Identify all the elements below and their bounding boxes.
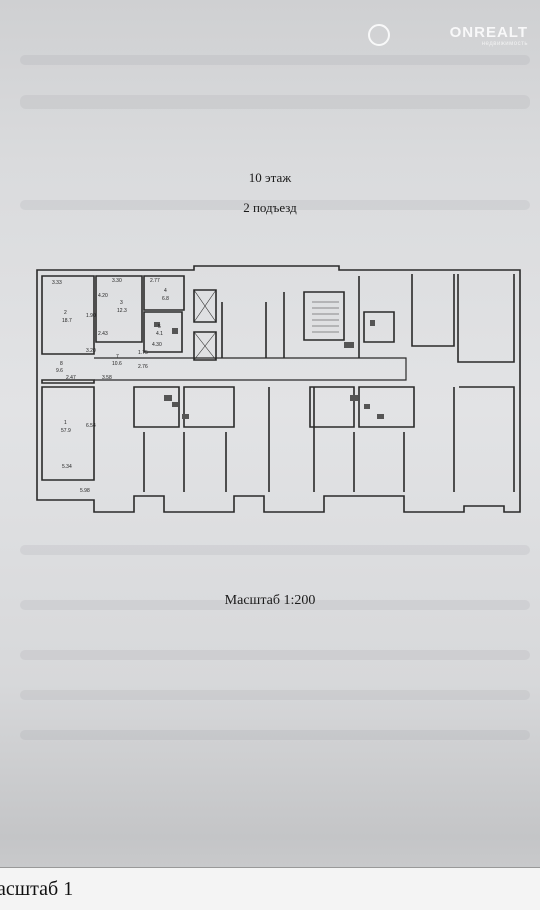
room-number: 4 — [164, 288, 167, 294]
dim-label: 5.34 — [62, 464, 72, 470]
dim-label: 2.76 — [138, 364, 148, 370]
room-number: 7 — [116, 354, 119, 360]
dim-label: 2.43 — [98, 331, 108, 337]
watermark: ONREALT недвижимость — [450, 24, 528, 47]
dim-label: 6.54 — [86, 423, 96, 429]
floor-title: 10 этаж — [248, 170, 292, 185]
bleed-through-line — [20, 690, 530, 700]
bleed-through-line — [20, 600, 530, 610]
document-page: ONREALT недвижимость 10 этаж 2 подъезд — [20, 24, 530, 740]
entrance-title: 2 подъезд — [243, 200, 297, 215]
dim-label: 3.58 — [102, 375, 112, 381]
room-number: 3 — [120, 300, 123, 306]
dim-label: 5.98 — [80, 488, 90, 494]
bleed-through-line — [20, 95, 530, 109]
watermark-logo-icon — [368, 24, 390, 46]
next-page-scale-text: асштаб 1 — [0, 878, 74, 900]
bleed-through-line — [20, 55, 530, 65]
room-area: 6.8 — [162, 296, 169, 302]
room-number: 8 — [60, 361, 63, 367]
bleed-through-line — [20, 730, 530, 740]
dim-label: 2.47 — [66, 375, 76, 381]
dim-label: 3.33 — [52, 280, 62, 286]
room-area: 57.9 — [61, 428, 71, 434]
next-page-edge: асштаб 1 — [0, 867, 540, 910]
room-area: 4.1 — [156, 331, 163, 337]
watermark-brand: ONREALT — [449, 24, 528, 41]
room-area: 18.7 — [62, 318, 72, 324]
bleed-through-line — [20, 650, 530, 660]
bleed-through-line — [20, 545, 530, 555]
dim-label: 1.90 — [86, 313, 96, 319]
dim-label: 4.30 — [152, 342, 162, 348]
room-area: 9.6 — [56, 368, 63, 374]
room-number: 2 — [64, 310, 67, 316]
room-number: 1 — [64, 420, 67, 426]
watermark-sub: недвижимость — [481, 41, 528, 47]
dim-label: 2.77 — [150, 278, 160, 284]
bleed-through-line — [20, 200, 530, 210]
room-number: 5 — [158, 324, 161, 330]
dim-label: 1.75 — [138, 350, 148, 356]
dim-label: 4.20 — [98, 293, 108, 299]
dim-label: 3.20 — [86, 348, 96, 354]
dim-label: 3.30 — [112, 278, 122, 284]
floor-plan-drawing: 3.33 3.30 2.77 4.20 1.90 2 18.7 3 12.3 4… — [36, 265, 521, 513]
scale-label: Масштаб 1:200 — [224, 593, 316, 608]
room-area: 10.6 — [112, 361, 122, 367]
room-area: 12.3 — [117, 308, 127, 314]
